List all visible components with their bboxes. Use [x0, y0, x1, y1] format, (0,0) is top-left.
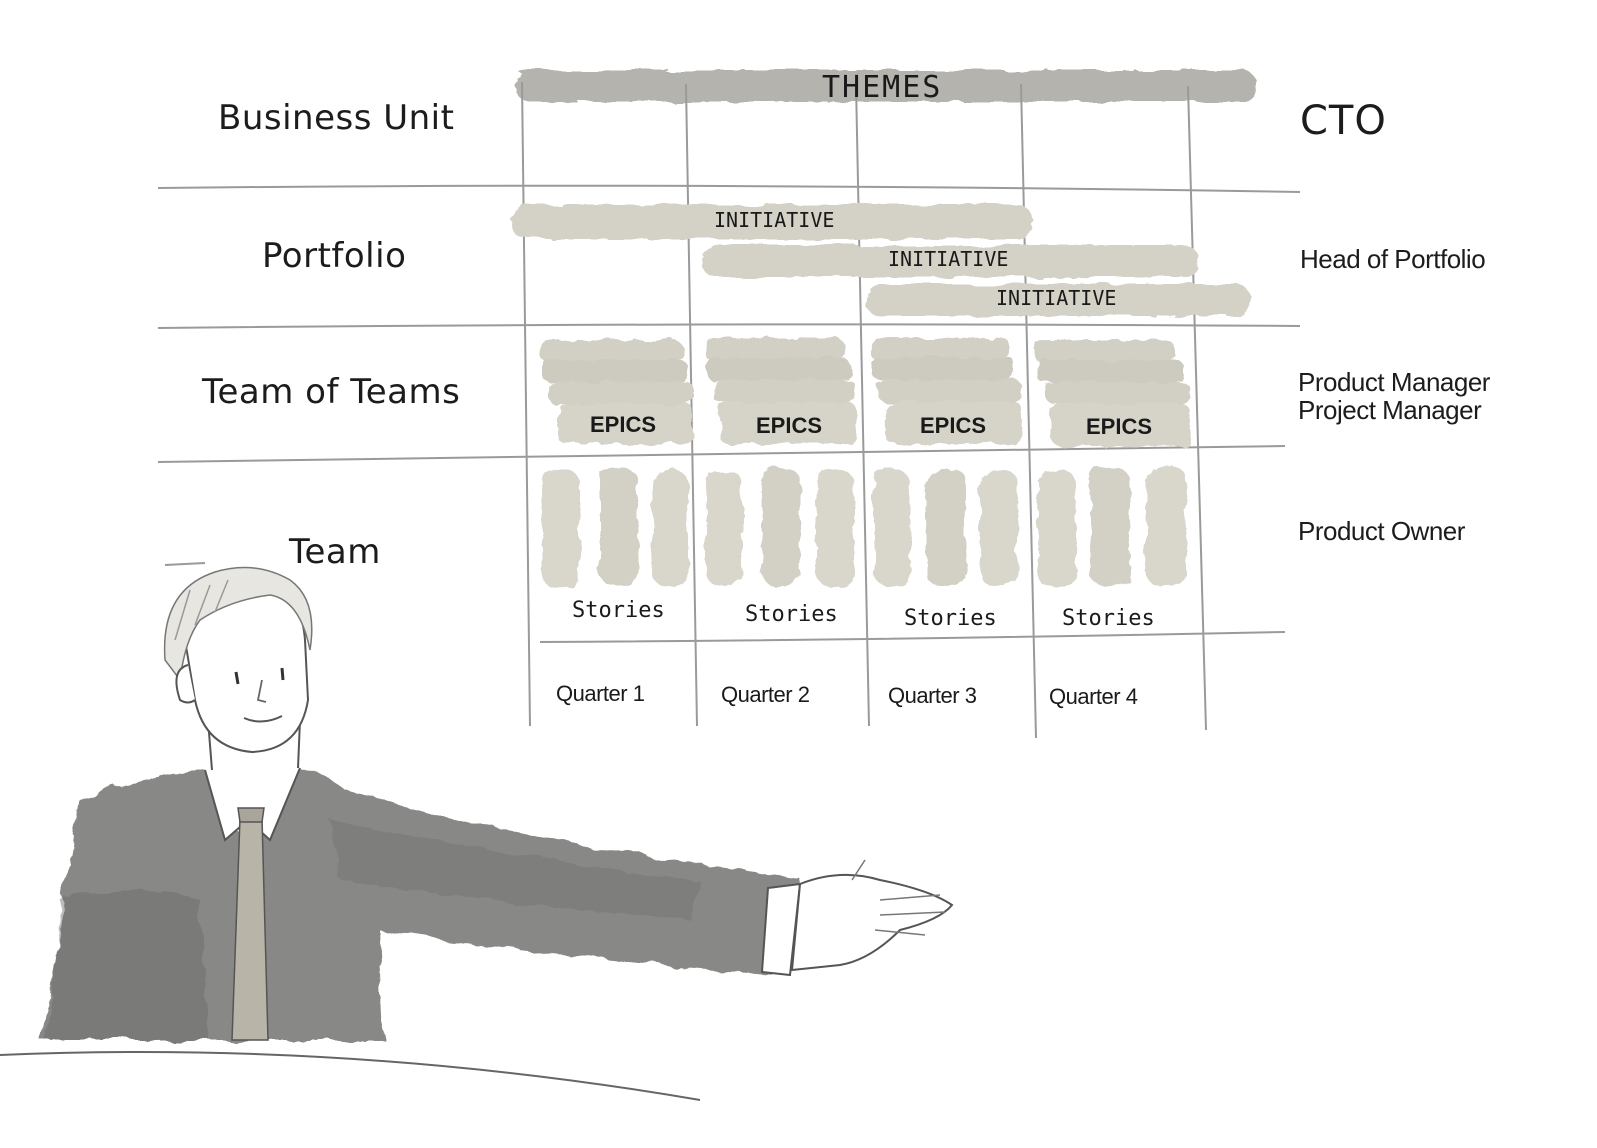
epic-stack: [704, 338, 856, 444]
separator-line: [157, 323, 1301, 329]
epic-label: EPICS: [756, 413, 823, 438]
role-project-manager: Project Manager: [1298, 395, 1482, 425]
stories-label: Stories: [572, 598, 665, 623]
row-separators: [157, 184, 1301, 643]
initiative-label: INITIATIVE: [888, 247, 1009, 271]
separator-line: [539, 631, 1286, 643]
presenter-figure: [0, 566, 954, 1101]
column-line: [521, 81, 531, 727]
quarter-label: Quarter 2: [721, 682, 810, 707]
initiative-label: INITIATIVE: [714, 208, 835, 232]
presenter-cuff: [760, 882, 802, 977]
epic-stack: [540, 340, 694, 444]
quarter-label: Quarter 4: [1049, 684, 1138, 709]
level-label-portfolio: Portfolio: [262, 236, 407, 276]
presenter-hair: [163, 566, 313, 682]
column-line: [855, 83, 870, 727]
epic-stack: [1034, 340, 1190, 446]
desk-line: [0, 1051, 701, 1101]
level-label-team-of-teams: Team of Teams: [202, 372, 461, 412]
epic-label: EPICS: [1086, 414, 1153, 439]
themes-bar: [516, 70, 1256, 102]
level-label-team: Team: [289, 532, 381, 572]
epic-stacks: [540, 338, 1190, 446]
stories-label: Stories: [745, 602, 838, 627]
role-cto: CTO: [1300, 98, 1387, 144]
quarter-label: Quarter 1: [556, 681, 645, 706]
separator-line: [157, 184, 1301, 193]
role-product-manager: Product Manager: [1298, 367, 1490, 397]
role-product-owner: Product Owner: [1298, 516, 1465, 546]
level-label-business-unit: Business Unit: [218, 98, 455, 138]
stories-label: Stories: [904, 606, 997, 631]
epic-stack: [870, 338, 1022, 444]
column-line: [1187, 85, 1207, 731]
initiative-label: INITIATIVE: [996, 286, 1117, 310]
initiative-bar: [512, 205, 1032, 239]
presenter-suit: [40, 770, 800, 1040]
themes-label: THEMES: [822, 70, 943, 105]
separator-line: [164, 562, 206, 566]
role-head-of-portfolio: Head of Portfolio: [1300, 244, 1486, 274]
epic-label: EPICS: [920, 413, 987, 438]
stories-label: Stories: [1062, 606, 1155, 631]
story-group: [542, 468, 688, 588]
separator-line: [157, 445, 1286, 463]
column-separators: [521, 81, 1207, 739]
story-group: [874, 468, 1018, 586]
initiative-bar: [866, 284, 1250, 316]
story-group: [1038, 466, 1186, 588]
column-line: [685, 83, 698, 727]
quarter-label: Quarter 3: [888, 683, 977, 708]
column-line: [1020, 83, 1037, 739]
presenter-hand: [790, 873, 954, 972]
story-strips: [542, 466, 1186, 588]
story-group: [706, 468, 854, 586]
epic-label: EPICS: [590, 412, 657, 437]
initiative-bar: [702, 245, 1198, 277]
